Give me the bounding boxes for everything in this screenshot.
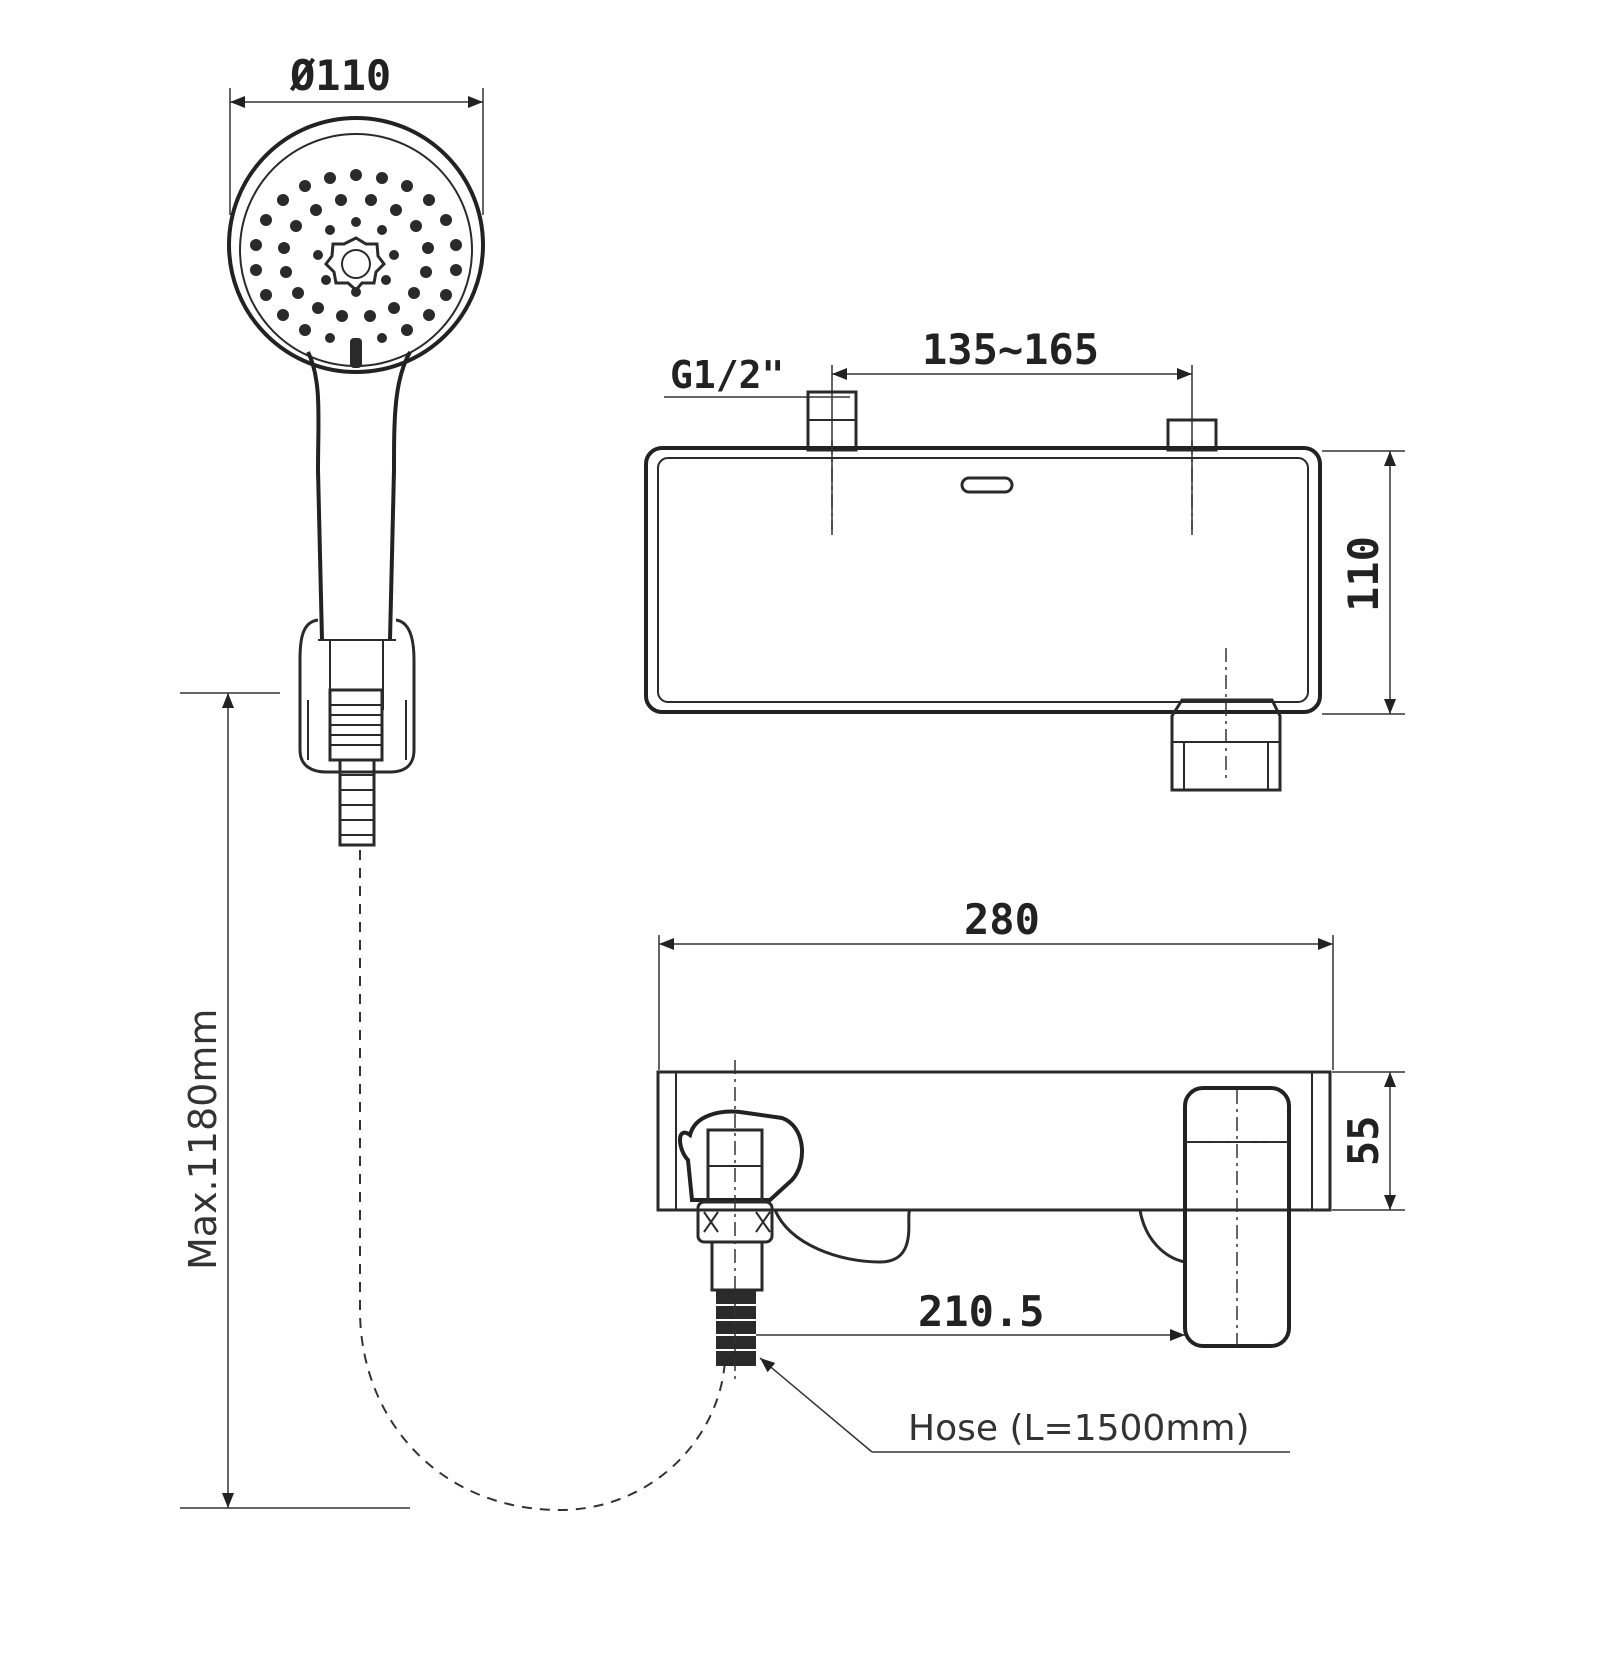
body-height-label: 110 <box>1339 536 1388 612</box>
hand-shower-view: Ø110 <box>180 51 726 1512</box>
nozzle-pattern <box>250 169 462 343</box>
head-diameter-dimension: Ø110 <box>229 51 484 215</box>
hose-path <box>359 850 726 1512</box>
body-length-dimension: 280 <box>658 895 1334 1070</box>
inlet-spacing-dimension: 135~165 <box>831 325 1193 530</box>
mixer-body-front <box>656 1070 1332 1212</box>
mixer-body-top <box>644 446 1322 714</box>
inlet-spacing-label: 135~165 <box>922 325 1099 374</box>
outlet-offset-dimension: 210.5 <box>756 1287 1185 1341</box>
hose-callout: Hose (L=1500mm) <box>759 1357 1290 1453</box>
shower-holder <box>298 618 416 774</box>
hose-label: Hose (L=1500mm) <box>908 1408 1250 1449</box>
body-depth-dimension: 55 <box>1332 1071 1405 1211</box>
max-height-label: Max.1180mm <box>181 1009 225 1270</box>
thermostat-handle <box>1183 1086 1291 1348</box>
indicator-slot <box>960 476 1014 494</box>
max-height-dimension: Max.1180mm <box>180 692 410 1509</box>
hose-connector-top <box>328 688 384 847</box>
mixer-top-view: G1/2" 135~165 <box>644 325 1405 792</box>
center-nozzle <box>324 236 386 293</box>
shower-handle <box>306 351 412 710</box>
shower-head <box>227 116 485 374</box>
body-depth-label: 55 <box>1339 1115 1388 1166</box>
thread-label: G1/2" <box>670 353 784 397</box>
head-diameter-label: Ø110 <box>289 51 391 100</box>
outlet-bottom <box>1170 698 1282 792</box>
body-height-dimension: 110 <box>1322 450 1405 715</box>
body-length-label: 280 <box>964 895 1040 944</box>
thread-dimension: G1/2" <box>664 353 850 398</box>
diverter-outlet <box>678 1060 805 1380</box>
mixer-front-view: 280 55 <box>656 895 1405 1453</box>
outlet-offset-label: 210.5 <box>918 1287 1044 1336</box>
